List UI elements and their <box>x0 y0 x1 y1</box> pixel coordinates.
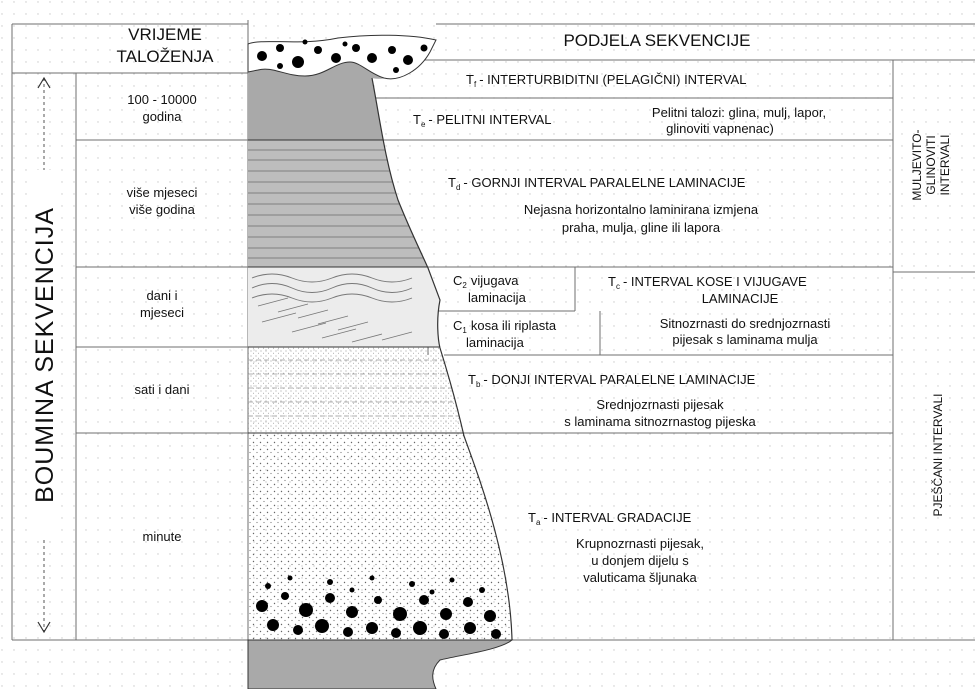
td-desc-line2: praha, mulja, gline ili lapora <box>562 220 721 235</box>
time-label-1-line1: 100 - 10000 <box>127 92 196 107</box>
mud-group-line3: INTERVALI <box>938 135 952 196</box>
ta-desc-line2: u donjem dijelu s <box>591 553 689 568</box>
tc-label-line2: LAMINACIJE <box>702 291 779 306</box>
ta-label: Ta- INTERVAL GRADACIJE <box>528 510 692 527</box>
parallel-lamination-tb <box>248 347 478 433</box>
tb-desc-line1: Srednjozrnasti pijesak <box>596 397 724 412</box>
time-label-5: minute <box>142 529 181 544</box>
td-label: Td- GORNJI INTERVAL PARALELNE LAMINACIJE <box>448 175 746 192</box>
header-division: PODJELA SEKVENCIJE <box>563 31 750 50</box>
arrow-down-icon <box>37 621 51 634</box>
vertical-title-group: BOUMINA SEKVENCIJA <box>30 76 59 634</box>
mud-group-line1: MULJEVITO- <box>910 129 924 200</box>
tb-laminae <box>248 359 470 417</box>
arrow-up-icon <box>37 76 51 89</box>
tb-label: Tb- DONJI INTERVAL PARALELNE LAMINACIJE <box>468 372 756 389</box>
column-outline <box>371 77 513 641</box>
td-desc-line1: Nejasna horizontalno laminirana izmjena <box>524 202 759 217</box>
te-desc-line1: Pelitni talozi: glina, mulj, lapor, <box>652 105 826 120</box>
sand-group-label: PJEŠČANI INTERVALI <box>930 394 945 517</box>
frame-lines <box>11 20 975 689</box>
c1-line2: laminacija <box>466 335 525 350</box>
mud-group-line2: GLINOVITI <box>924 135 938 194</box>
vertical-title: BOUMINA SEKVENCIJA <box>31 207 59 503</box>
header-time-line1: VRIJEME <box>128 25 202 44</box>
tb-desc-line2: s laminama sitnozrnastog pijeska <box>564 414 756 429</box>
ripple-interval-tc <box>248 267 448 347</box>
time-label-1-line2: godina <box>142 109 182 124</box>
pebbles <box>256 575 501 639</box>
time-label-2-line2: više godina <box>129 202 196 217</box>
ta-desc-line3: valuticama šljunaka <box>583 570 697 585</box>
tc-desc-line1: Sitnozrnasti do srednjozrnasti <box>660 316 831 331</box>
bottom-underlying-shale <box>247 639 514 689</box>
te-desc-line2: glinoviti vapnenac) <box>666 121 774 136</box>
time-labels: 100 - 10000 godina više mjeseci više god… <box>127 92 198 544</box>
tf-label: Tf- INTERTURBIDITNI (PELAGIČNI) INTERVAL <box>466 72 746 89</box>
ripple-laminae <box>251 273 413 343</box>
sedimentary-column <box>247 34 514 689</box>
tc-desc-line2: pijesak s laminama mulja <box>672 332 818 347</box>
top-pebbles <box>257 39 428 73</box>
te-label: Te- PELITNI INTERVAL <box>413 112 551 129</box>
tc-label: Tc- INTERVAL KOSE I VIJUGAVE <box>608 274 807 291</box>
time-label-3-line1: dani i <box>146 288 177 303</box>
ta-desc-line1: Krupnozrnasti pijesak, <box>576 536 704 551</box>
time-label-4: sati i dani <box>135 382 190 397</box>
header-time-line2: TALOŽENJA <box>117 47 215 66</box>
time-label-2-line1: više mjeseci <box>127 185 198 200</box>
side-group-mud: MULJEVITO- GLINOVITI INTERVALI <box>910 129 952 200</box>
c2-line2: laminacija <box>468 290 527 305</box>
time-label-3-line2: mjeseci <box>140 305 184 320</box>
top-next-turbidite <box>247 34 437 80</box>
